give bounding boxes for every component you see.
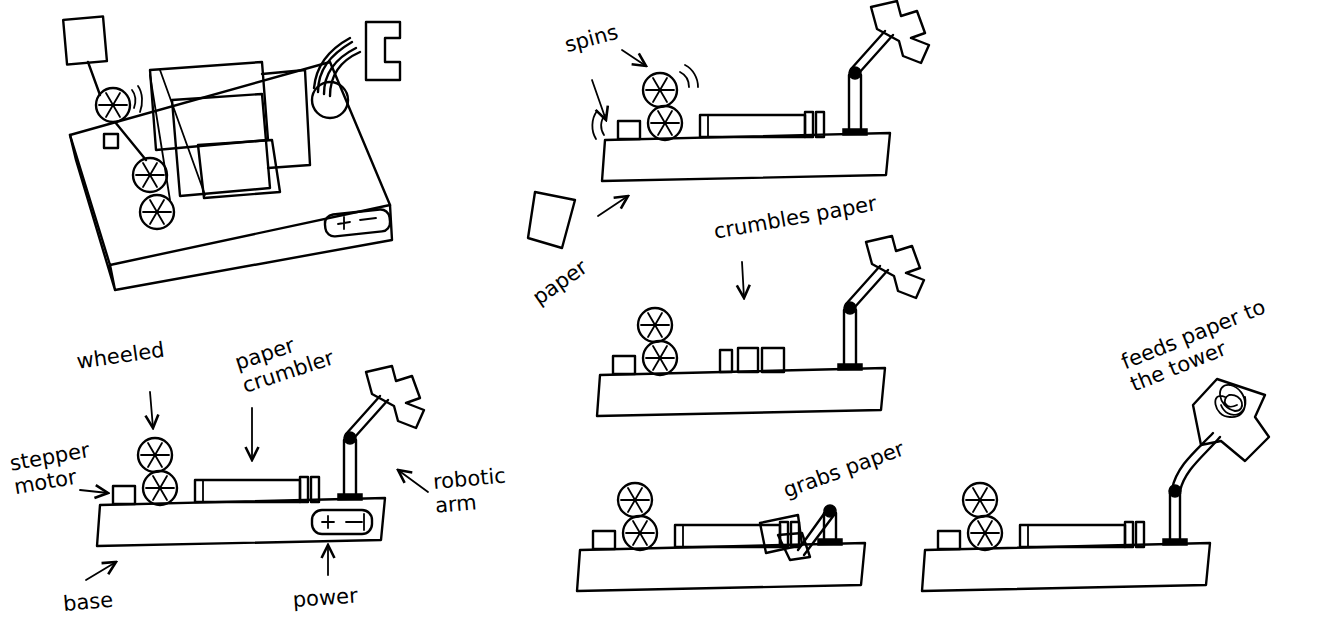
part-label: paper [528,255,592,310]
step-spin-view [592,1,929,181]
step-note: feeds paper to the tower [1118,292,1284,396]
part-label: paper crumbler [232,315,361,398]
part-label: wheeled [75,338,166,374]
part-label: power [292,583,358,611]
part-label: base [62,588,114,616]
step-note: spins [562,20,621,57]
paper-sheet [528,192,575,248]
step-feed-view [922,379,1269,591]
step-note: grabs paper [780,437,907,503]
step-crumble-view [597,236,924,416]
leader-arrows [80,50,744,580]
part-label: robotic arm [432,461,536,518]
isometric-view [63,16,400,290]
step-note: crumbles paper [712,191,878,243]
step-grab-view [577,483,865,591]
part-label: stepper motor [8,435,115,500]
